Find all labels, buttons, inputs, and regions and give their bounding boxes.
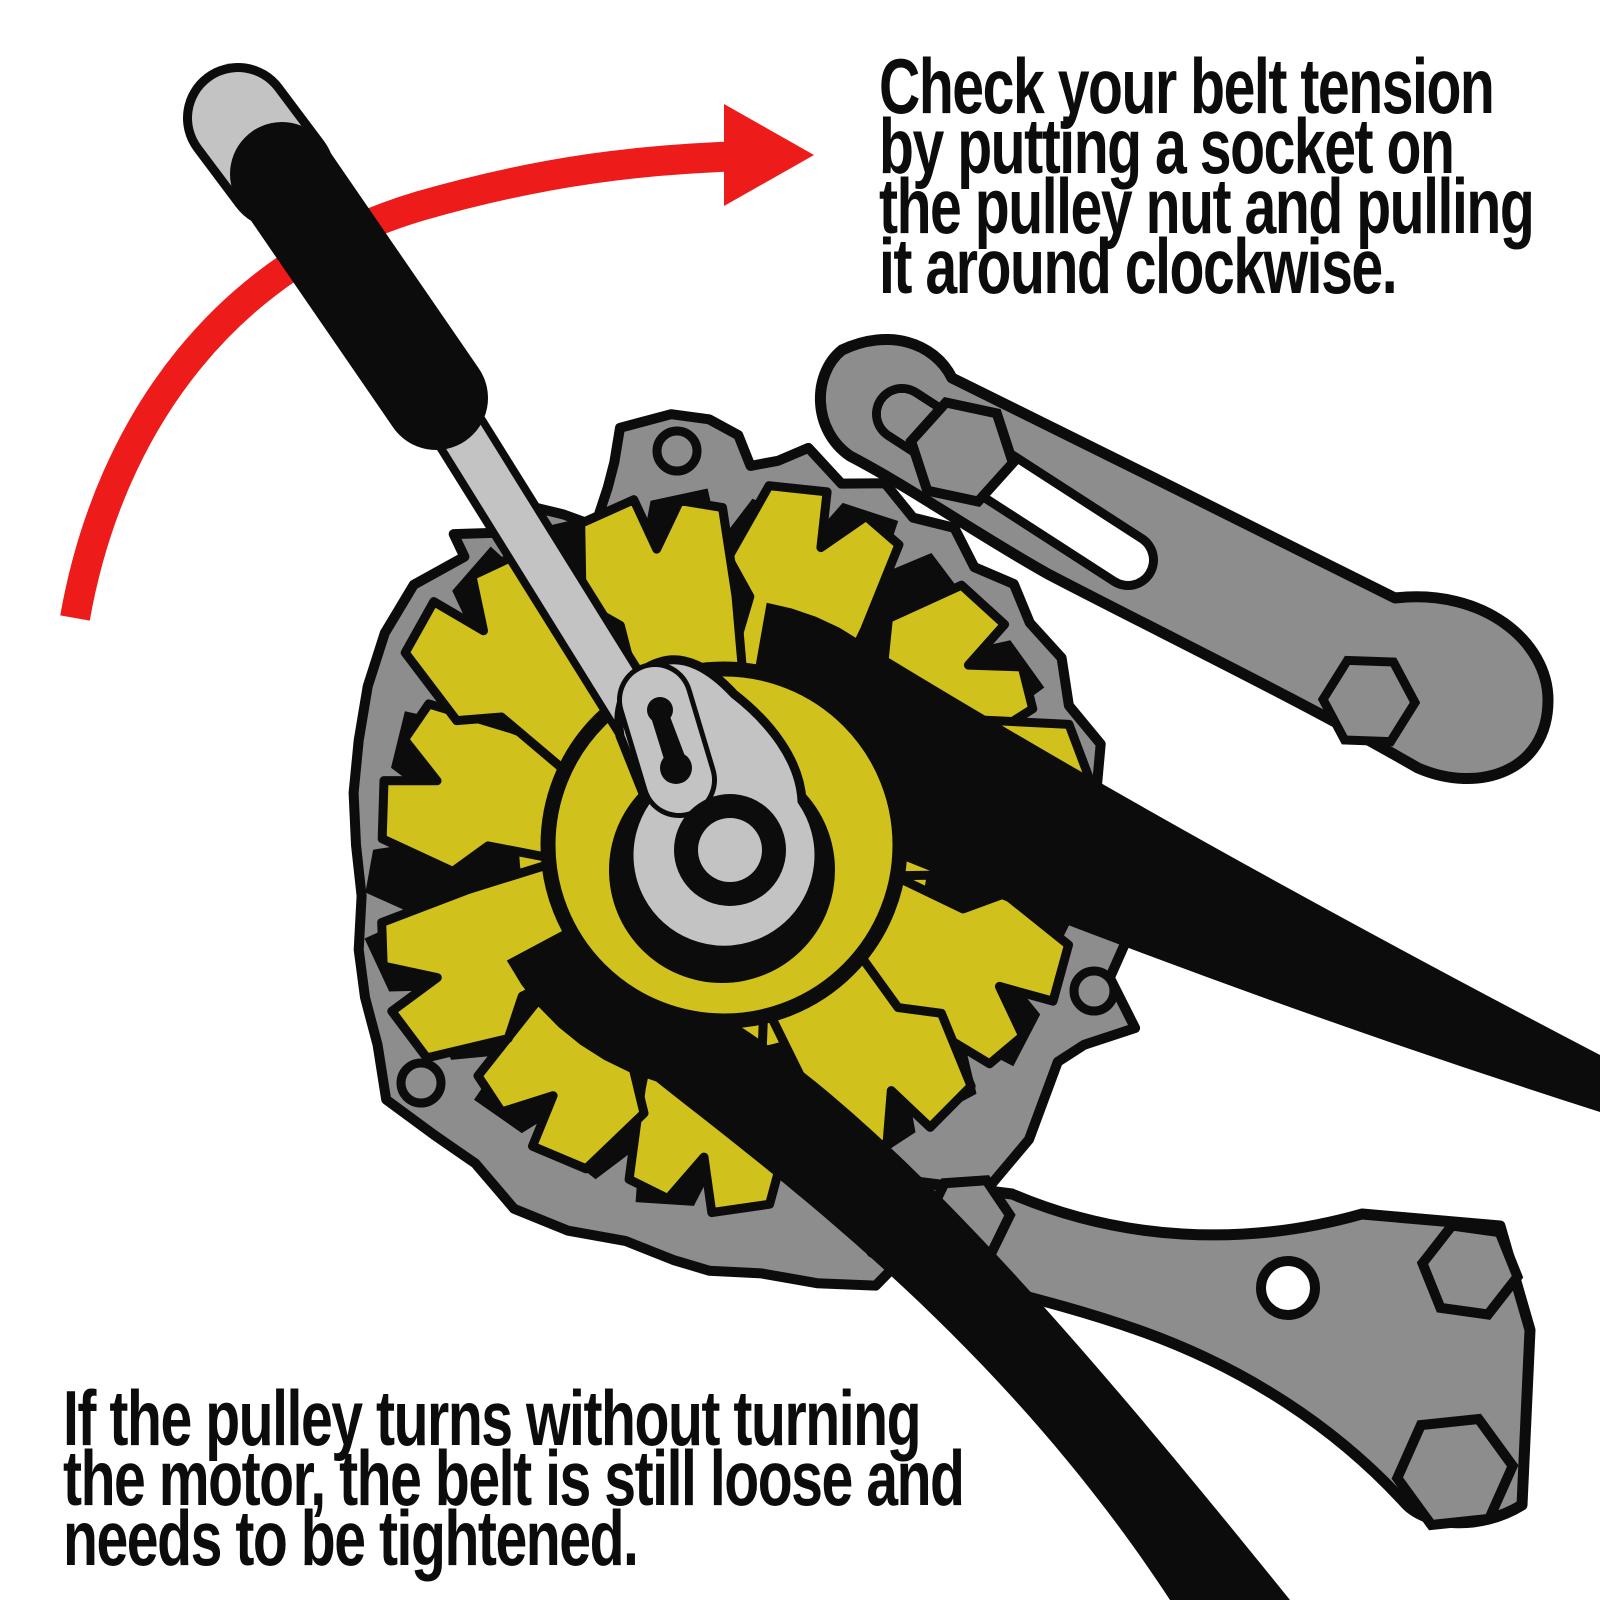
socket-centre [698, 818, 762, 882]
lower-mounting-bracket [862, 1170, 1536, 1531]
belt-lower-run [506, 930, 1290, 1600]
adjustment-bracket [815, 333, 1554, 785]
bolt-hex [1391, 1413, 1519, 1531]
keyhole-stem [650, 706, 688, 772]
bolt-hex [1317, 655, 1421, 747]
mounting-hole [396, 1058, 446, 1108]
caption-line: If the pulley turns without turning [63, 1374, 921, 1462]
caption-line: it around clockwise. [879, 222, 1398, 310]
ratchet-wrench [183, 63, 835, 983]
wrench-handle [230, 122, 488, 450]
direction-switch-icon [617, 662, 717, 818]
mounting-hole [1069, 966, 1119, 1016]
bracket-lower-outline [862, 1170, 1536, 1529]
belt-upper-run [755, 602, 1600, 1112]
caption-line: the pulley nut and pulling [879, 162, 1535, 250]
drive-belt [506, 602, 1600, 1600]
caption-line: Check your belt tension [879, 42, 1495, 130]
caption-line: needs to be tightened. [63, 1494, 639, 1582]
caption-loose-belt: If the pulley turns without turning the … [63, 1374, 965, 1582]
caption-line: by putting a socket on [879, 102, 1455, 190]
bolt-hex [1416, 1220, 1524, 1320]
fan-blade [377, 854, 609, 1063]
caption-check-tension: Check your belt tension by putting a soc… [879, 42, 1535, 310]
bolt-hex [905, 397, 1019, 507]
arrow-head [724, 104, 814, 206]
caption-line: the motor, the belt is still loose and [63, 1434, 965, 1522]
bracket-hole [1256, 1256, 1320, 1320]
mounting-hole [652, 426, 702, 476]
